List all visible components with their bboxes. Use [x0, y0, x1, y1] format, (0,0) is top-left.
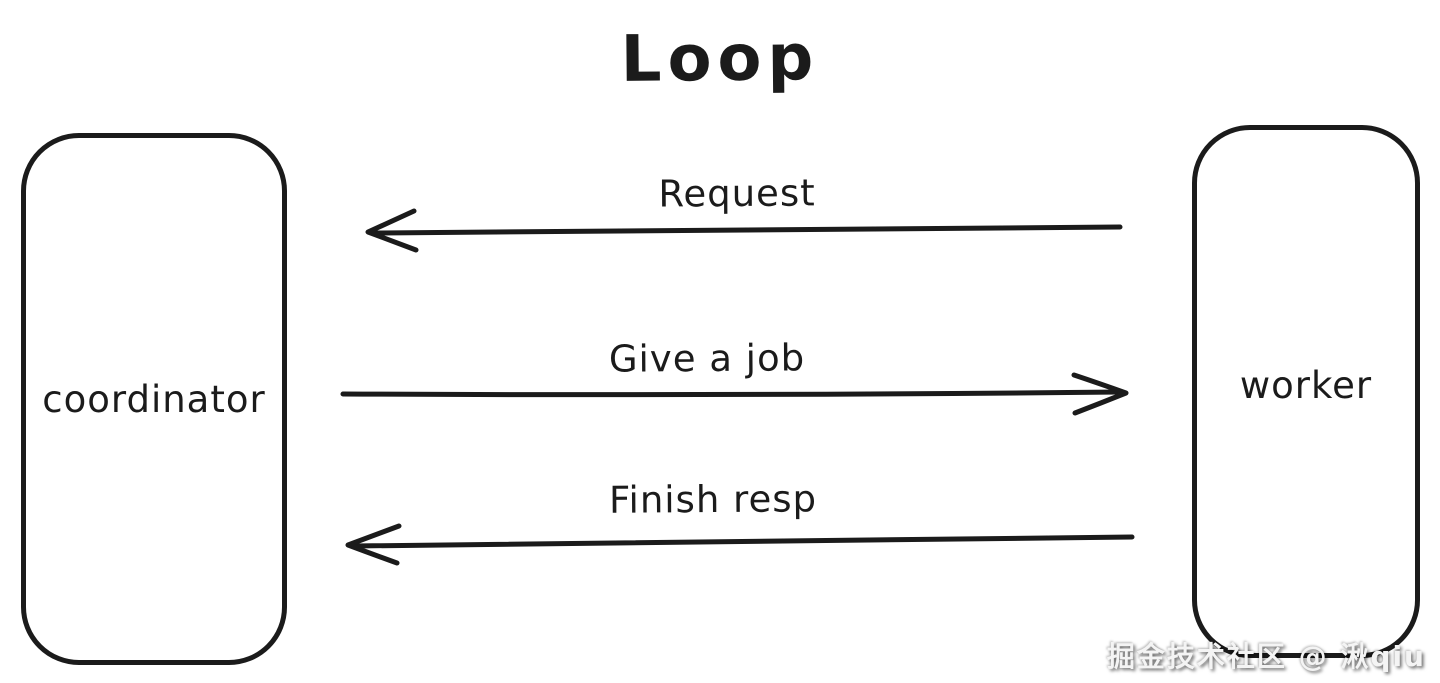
arrow-finish-resp-head-icon [345, 523, 402, 566]
arrow-request-left [365, 208, 1123, 253]
arrow-give-a-job-line [340, 389, 1123, 398]
node-worker: worker [1192, 125, 1420, 658]
arrow-request-line [371, 224, 1123, 236]
arrow-give-a-job-right [340, 372, 1129, 416]
arrow-label-request: Request [658, 171, 816, 216]
node-coordinator-label: coordinator [42, 377, 266, 421]
arrow-finish-resp-line [351, 534, 1135, 549]
arrow-give-a-job-head-icon [1071, 372, 1129, 416]
node-coordinator: coordinator [21, 133, 287, 665]
arrow-request-head-icon [365, 208, 419, 253]
arrow-label-finish-resp: Finish resp [608, 477, 818, 522]
arrow-finish-resp-left [345, 523, 1135, 566]
arrow-label-give-a-job: Give a job [608, 336, 806, 381]
watermark: 掘金技术社区 @ 湫qiu [1106, 640, 1426, 673]
node-worker-label: worker [1239, 364, 1373, 407]
